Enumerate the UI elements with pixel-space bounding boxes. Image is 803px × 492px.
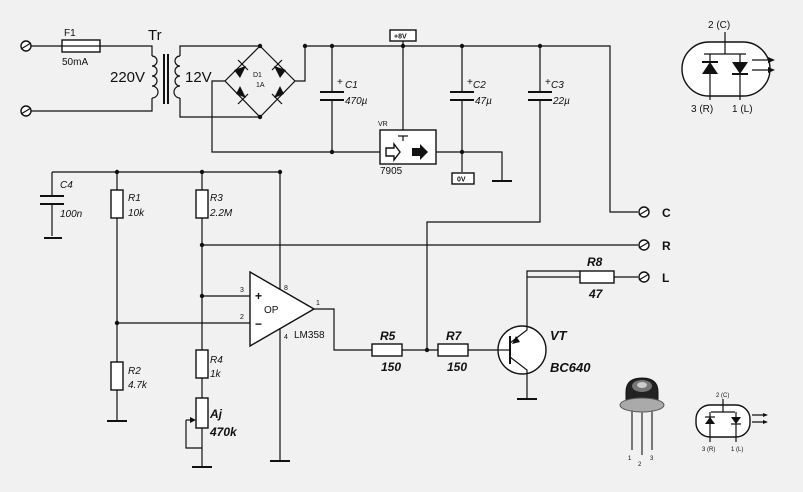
resistor-r3: R3 2.2M	[195, 172, 233, 350]
regulator-part: 7905	[380, 166, 403, 177]
c1-plus: +	[337, 77, 343, 88]
terminal-l-label: L	[662, 271, 669, 285]
opamp-pin3: 3	[240, 287, 244, 294]
r1-ref: R1	[128, 193, 141, 204]
c2-plus: +	[467, 77, 473, 88]
transistor-ref: VT	[550, 328, 568, 343]
transformer-primary: 220V	[110, 69, 145, 86]
capacitor-c1: + C1 470µ	[320, 46, 368, 152]
bridge-ref: D1	[253, 72, 262, 79]
r7-value: 150	[447, 360, 467, 374]
bridge-rectifier-d1: D1 1A	[211, 45, 638, 213]
led-pinout-small: 2 (C) 3 (R) 1 (L)	[695, 393, 768, 453]
c2-ref: C2	[473, 80, 486, 91]
r2-ref: R2	[128, 366, 141, 377]
c1-value: 470µ	[345, 96, 368, 107]
r8-ref: R8	[587, 255, 603, 269]
capacitor-c4: C4 100n	[40, 172, 83, 239]
opamp-ref: OP	[264, 305, 279, 316]
bridge-value: 1A	[256, 82, 265, 89]
mains-input	[20, 40, 153, 117]
regulator-ref: VR	[378, 121, 388, 128]
opamp-pin4: 4	[284, 334, 288, 341]
r3-ref: R3	[210, 193, 223, 204]
led-pin-left: 3 (R)	[691, 104, 713, 115]
resistor-r2: R2 4.7k	[107, 361, 148, 422]
fuse-ref: F1	[64, 28, 76, 39]
aj-value: 470k	[209, 425, 238, 439]
c3-value: 22µ	[552, 96, 570, 107]
capacitor-c2: + C2 47µ 0V	[450, 46, 492, 185]
opamp-lm358: + − OP 3 2 8 4 1 LM358	[117, 172, 372, 462]
transformer-ref: Tr	[148, 27, 162, 44]
capacitor-c3: + C3 22µ	[426, 46, 570, 350]
fuse-value: 50mA	[62, 57, 88, 68]
terminal-r-label: R	[662, 239, 671, 253]
c2-value: 47µ	[475, 96, 492, 107]
resistor-r7: R7 150	[437, 329, 506, 374]
led-pin-right: 1 (L)	[732, 104, 753, 115]
resistor-r5: R5 150	[371, 329, 438, 374]
r3-value: 2.2M	[209, 208, 233, 219]
package-pin-2: 2	[638, 462, 642, 468]
led-pinout-large: 2 (C) 3 (R) 1 (L)	[681, 20, 775, 115]
r4-ref: R4	[210, 355, 223, 366]
fuse-f1: F1 50mA	[61, 28, 101, 68]
transistor-part: BC640	[550, 360, 591, 375]
r8-value: 47	[588, 287, 604, 301]
r4-value: 1k	[210, 369, 222, 380]
terminal-c-label: C	[662, 206, 671, 220]
opamp-pin1: 1	[316, 300, 320, 307]
transformer: Tr 220V 12V	[110, 27, 260, 118]
output-terminals: C R L	[202, 206, 671, 285]
r1-value: 10k	[128, 208, 145, 219]
r7-ref: R7	[446, 329, 463, 343]
package-pin-3: 3	[650, 456, 654, 462]
c3-ref: C3	[551, 80, 564, 91]
r5-value: 150	[381, 360, 401, 374]
opamp-part: LM358	[294, 330, 325, 341]
resistor-r8: R8 47	[526, 255, 638, 301]
opamp-plus: +	[255, 289, 262, 303]
r5-ref: R5	[380, 329, 396, 343]
potentiometer-aj: Aj 470k	[185, 397, 238, 468]
transistor-vt: VT BC640	[497, 280, 591, 400]
opamp-pin8: 8	[284, 285, 288, 292]
c4-value: 100n	[60, 209, 83, 220]
opamp-minus: −	[255, 317, 262, 331]
resistor-r1: R1 10k	[110, 172, 145, 362]
small-led-pin-top: 2 (C)	[716, 393, 729, 399]
small-led-pin-right: 1 (L)	[731, 447, 743, 453]
r2-value: 4.7k	[128, 380, 148, 391]
rail-tag-positive-text: +8V	[394, 34, 407, 41]
c1-ref: C1	[345, 80, 358, 91]
led-pin-top: 2 (C)	[708, 20, 730, 31]
small-led-pin-left: 3 (R)	[702, 447, 715, 453]
led-package-drawing: 1 2 3	[619, 377, 665, 468]
c3-plus: +	[545, 77, 551, 88]
package-pin-1: 1	[628, 456, 632, 462]
rail-tag-zero: 0V	[457, 177, 466, 184]
resistor-r4: R4 1k	[195, 349, 223, 398]
rail-tag-positive: +8V	[389, 29, 417, 46]
c4-ref: C4	[60, 180, 73, 191]
aj-ref: Aj	[209, 407, 223, 421]
opamp-pin2: 2	[240, 314, 244, 321]
voltage-regulator-vr: VR 7905	[378, 46, 512, 182]
transformer-secondary: 12V	[185, 69, 212, 86]
